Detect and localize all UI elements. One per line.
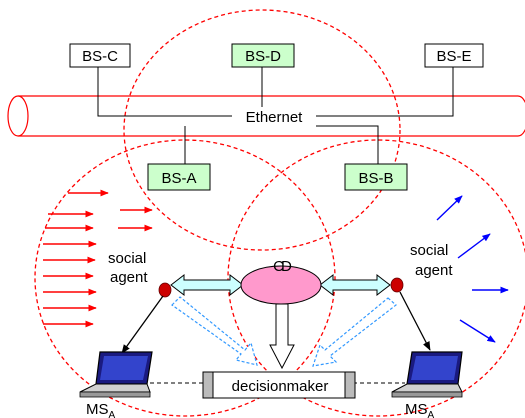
ms-left-main: MS	[86, 401, 109, 418]
dashed-link-right	[312, 297, 397, 367]
ethernet-label-box	[232, 107, 316, 127]
coverage-ring-left	[34, 139, 336, 417]
agent-to-laptop-left-arrow	[121, 295, 164, 354]
decisionmaker-label: decisionmaker	[232, 378, 329, 395]
hub-link-left	[170, 273, 244, 297]
social-agent-left-line1: social	[108, 250, 146, 267]
social-agent-right-line2: agent	[415, 262, 453, 279]
ms-right-main: MS	[405, 401, 428, 418]
hub-to-decision-arrow	[269, 303, 295, 370]
social-agent-left-line2: agent	[110, 269, 148, 286]
ms-right-label: MSA	[405, 401, 435, 418]
right-flow-arrows	[436, 195, 509, 343]
dashed-link-left	[171, 296, 258, 366]
ms-left-label: MSA	[86, 401, 116, 418]
bs-d-label: BS-D	[245, 48, 281, 65]
decisionmaker-box[interactable]: decisionmaker	[202, 371, 356, 399]
ethernet-pipe	[7, 95, 525, 137]
laptop-icon-right[interactable]	[391, 351, 463, 398]
left-flow-arrows	[43, 189, 153, 328]
laptop-icon-left[interactable]	[79, 351, 153, 398]
bs-e-label: BS-E	[436, 48, 471, 65]
ethernet-label: Ethernet	[246, 109, 304, 126]
bs-a-label: BS-A	[161, 170, 196, 187]
coverage-ring-top	[123, 9, 401, 251]
social-agent-left-marker	[158, 282, 172, 298]
hub-link-right	[319, 273, 391, 297]
bs-c-label: BS-C	[82, 48, 118, 65]
ms-left-sub: A	[109, 410, 116, 418]
decisionmaker-box-tab-left	[202, 371, 214, 399]
bs-e-station[interactable]: BS-E	[424, 43, 484, 68]
social-agent-right-marker	[390, 277, 404, 293]
bs-b-station[interactable]: BS-B	[344, 163, 408, 191]
ms-right-sub: A	[428, 410, 435, 418]
bs-c-station[interactable]: BS-C	[69, 43, 131, 68]
social-agent-right-line1: social	[410, 242, 448, 259]
bs-a-station[interactable]: BS-A	[147, 163, 211, 191]
coverage-ring-right	[227, 139, 525, 417]
bs-d-station[interactable]: BS-D	[231, 43, 295, 68]
bs-b-label: BS-B	[358, 170, 393, 187]
agent-to-laptop-right-arrow	[399, 291, 431, 351]
decisionmaker-box-tab-right	[344, 371, 356, 399]
